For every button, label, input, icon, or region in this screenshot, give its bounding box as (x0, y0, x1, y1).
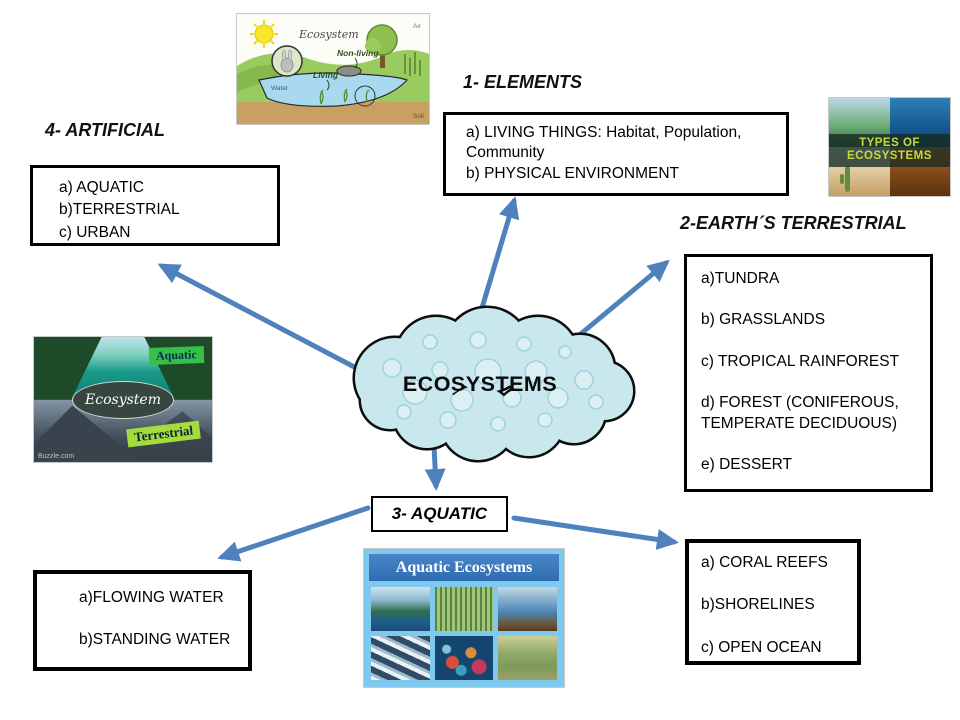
cartoon-air-label: Air (413, 23, 422, 30)
elements-item: b) PHYSICAL ENVIRONMENT (466, 164, 680, 182)
ecosystems-cloud (352, 305, 636, 463)
marine-box: a) CORAL REEFS b)SHORELINES c) OPEN OCEA… (685, 539, 861, 665)
aquatic-label-box: 3- AQUATIC (371, 496, 508, 532)
aquatic-terrestrial-image: Aquatic Ecosystem Terrestrial Buzzle.com (33, 336, 213, 463)
arrow-to-marine (511, 515, 679, 550)
artificial-item: b)TERRESTRIAL (59, 201, 180, 219)
arrow-to-flowing (217, 505, 371, 562)
terrestrial-item: c) TROPICAL RAINFOREST (701, 352, 900, 370)
types-of-ecosystems-image: TYPES OF ECOSYSTEMS (828, 97, 951, 197)
reeds-photo (434, 587, 494, 631)
aquatic-collage-grid (371, 587, 557, 680)
aquatic-chip: Aquatic (149, 346, 205, 365)
arrow-to-artificial (157, 263, 363, 373)
watermark-text: Buzzle.com (38, 453, 75, 460)
terrestrial-item: e) DESSERT (701, 456, 793, 474)
marine-item: b)SHORELINES (701, 596, 815, 614)
marine-item: a) CORAL REEFS (701, 554, 828, 571)
artificial-item: c) URBAN (59, 223, 131, 241)
heading-elements: 1- ELEMENTS (463, 72, 583, 92)
aquatic-collage-title: Aquatic Ecosystems (395, 558, 533, 576)
types-caption-line1: TYPES OF (859, 136, 920, 149)
cactus-graphic (839, 166, 850, 193)
artificial-item: a) AQUATIC (59, 179, 144, 196)
elements-item: a) LIVING THINGS: Habitat, Population, C… (466, 124, 742, 162)
cartoon-water-label: Water (271, 85, 289, 92)
ecosystem-oval: Ecosystem (72, 380, 174, 419)
flowing-item: b)STANDING WATER (79, 631, 231, 649)
aquatic-label: 3- AQUATIC (391, 503, 488, 523)
coral-reef-photo (434, 636, 494, 680)
ecosystem-oval-label: Ecosystem (85, 391, 161, 408)
aquatic-photo-half (34, 337, 212, 400)
cloud-bubble-texture (382, 331, 604, 432)
artificial-box: a) AQUATIC b)TERRESTRIAL c) URBAN (30, 165, 280, 246)
ecosystem-cartoon-image: Ecosystem Air Non-living Living Water So… (236, 13, 430, 125)
wetland-photo (498, 636, 557, 680)
marine-item: c) OPEN OCEAN (701, 638, 822, 656)
cartoon-living-label: Living (313, 70, 339, 80)
flowing-item: a)FLOWING WATER (79, 589, 224, 606)
cartoon-nonliving-label: Non-living (337, 48, 379, 58)
island-coast-photo (371, 587, 430, 631)
aquatic-ecosystems-image: Aquatic Ecosystems (363, 548, 565, 688)
center-node-label: ECOSYSTEMS (402, 372, 558, 396)
terrestrial-box: a)TUNDRA b) GRASSLANDS c) TROPICAL RAINF… (684, 254, 933, 492)
ecosystem-cartoon-drawing: Ecosystem Air Non-living Living Water So… (237, 14, 429, 124)
cartoon-soil-label: Soil (413, 113, 424, 120)
river-rapids-photo (371, 636, 430, 680)
flowing-water-box: a)FLOWING WATER b)STANDING WATER (33, 570, 252, 671)
terrestrial-item: b) GRASSLANDS (701, 311, 826, 329)
elements-box: a) LIVING THINGS: Habitat, Population, C… (443, 112, 789, 196)
aquatic-collage-banner: Aquatic Ecosystems (369, 554, 559, 581)
cartoon-title: Ecosystem (298, 28, 359, 41)
heading-artificial: 4- ARTIFICIAL (45, 120, 165, 140)
mountain-lake-photo (498, 587, 557, 631)
heading-terrestrial: 2-EARTH´S TERRESTRIAL (680, 213, 907, 233)
types-caption-line2: ECOSYSTEMS (847, 150, 932, 163)
terrestrial-item: a)TUNDRA (701, 270, 780, 287)
types-caption-band: TYPES OF ECOSYSTEMS (829, 134, 950, 167)
terrestrial-item: d) FOREST (CONIFEROUS, TEMPERATE DECIDUO… (701, 394, 899, 432)
